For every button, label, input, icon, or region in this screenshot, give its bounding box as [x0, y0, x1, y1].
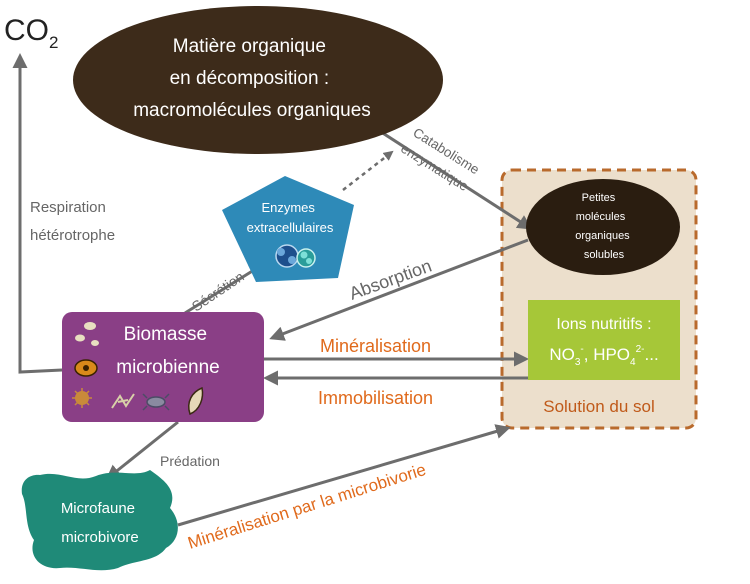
svg-text:Ions nutritifs :: Ions nutritifs : — [556, 316, 651, 333]
enzyme-molecule-icon — [275, 244, 316, 268]
svg-text:Biomasse microbienne: Biomasse microbienne — [116, 324, 220, 378]
svg-text:NO3-, HPO42-...: NO3-, HPO42-... — [549, 344, 658, 368]
enzyme-action-arrow — [342, 150, 394, 191]
biomass-node: Biomasse microbienne — [62, 312, 264, 422]
co2-node: CO2 — [4, 14, 58, 52]
microfauna-node: Microfaune microbivore — [21, 470, 178, 571]
nutrients-node: Ions nutritifs : NO3-, HPO42-... — [528, 300, 680, 380]
svg-text:CO2: CO2 — [4, 14, 58, 52]
microbivory-arrow — [177, 424, 511, 527]
organic-matter-node: Matière organique en décomposition : mac… — [73, 6, 443, 154]
svg-text:Enzymes extracellulaires: Enzymes extracellulaires — [247, 200, 334, 235]
absorption-arrow — [269, 238, 529, 341]
small-molecules-node: Petites molécules organiques solubles — [526, 179, 680, 275]
enzymes-node: Enzymes extracellulaires — [222, 176, 354, 282]
respiration-label: Respiration hétérotrophe — [30, 199, 115, 244]
mineralisation-label: Minéralisation — [320, 336, 431, 356]
soil-solution-label: Solution du sol — [543, 397, 655, 416]
svg-text:Petites molécules: Petites molécules organiques solubles — [575, 192, 633, 261]
immobilisation-label: Immobilisation — [318, 388, 433, 408]
predation-arrow — [105, 420, 179, 480]
catabolism-arrow — [377, 128, 533, 230]
secretion-arrow — [184, 263, 265, 315]
catabolism-label: Catabolisme enzymatique — [398, 124, 485, 197]
respiration-arrow — [12, 53, 63, 374]
microbe-icons — [72, 322, 204, 415]
svg-text:Microfaune microbivore: Microfaune microbivore — [61, 500, 139, 546]
secretion-label: Sécrétion — [189, 268, 247, 314]
svg-text:Catabolisme enzymatique: Catabolisme enzymatique — [398, 124, 485, 197]
mineralisation-microbivory-label: Minéralisation par la microbivorie — [185, 460, 428, 553]
svg-text:Matière organique en déc: Matière organique en décomposition : mac… — [133, 36, 371, 121]
predation-label: Prédation — [160, 453, 220, 469]
